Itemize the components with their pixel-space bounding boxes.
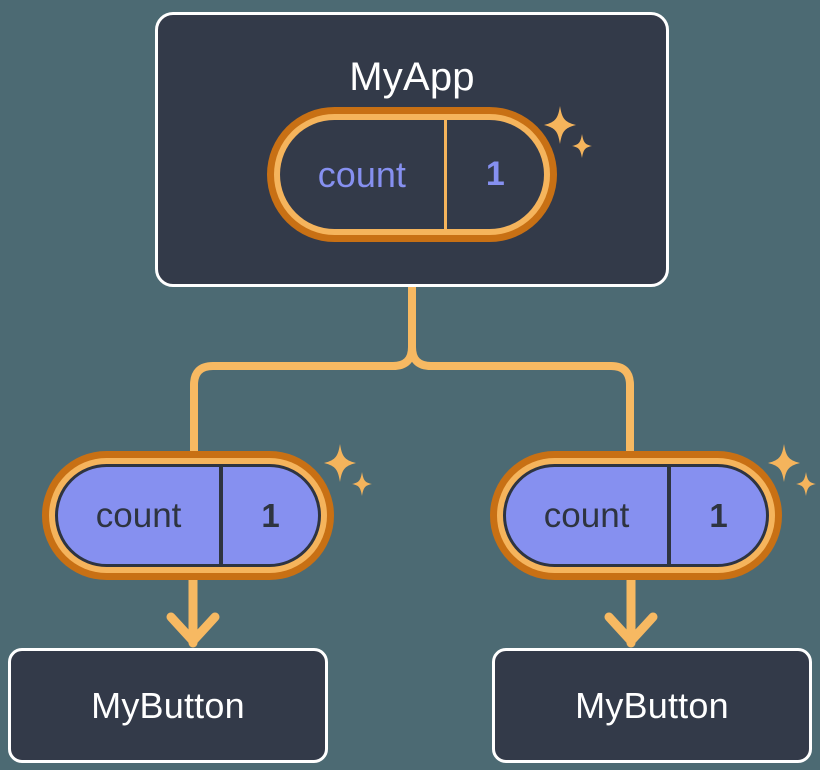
state-pill-value: 1	[667, 467, 766, 564]
sparkle-icon	[768, 444, 800, 482]
mybutton-card-title: MyButton	[91, 684, 245, 726]
state-pill-inner-ring: count 1	[274, 114, 550, 235]
state-pill-key: count	[317, 153, 406, 195]
arrow-down-right-head	[604, 612, 658, 646]
state-pill-body: count 1	[503, 464, 769, 567]
myapp-card-title: MyApp	[349, 55, 475, 99]
state-pill-body: count 1	[280, 120, 544, 229]
sparkle-small-icon	[352, 472, 372, 496]
state-pill-value: 1	[219, 467, 318, 564]
state-pill-right[interactable]: count 1	[490, 451, 782, 580]
sparkle-icon	[324, 444, 356, 482]
arrow-down-left-head	[166, 612, 220, 646]
mybutton-card-right[interactable]: MyButton	[492, 648, 812, 763]
state-pill-body: count 1	[55, 464, 321, 567]
state-pill-key: count	[95, 495, 182, 535]
sparkle-small-icon	[796, 472, 816, 496]
state-pill-left[interactable]: count 1	[42, 451, 334, 580]
state-pill-value: 1	[443, 120, 544, 229]
state-pill-myapp[interactable]: count 1	[267, 107, 557, 242]
state-pill-key: count	[543, 495, 630, 535]
connector-tree-split-right	[408, 343, 634, 459]
connector-tree-split	[190, 283, 416, 459]
mybutton-card-left[interactable]: MyButton	[8, 648, 328, 763]
state-pill-inner-ring: count 1	[49, 458, 327, 573]
state-pill-inner-ring: count 1	[497, 458, 775, 573]
mybutton-card-title: MyButton	[575, 684, 729, 726]
